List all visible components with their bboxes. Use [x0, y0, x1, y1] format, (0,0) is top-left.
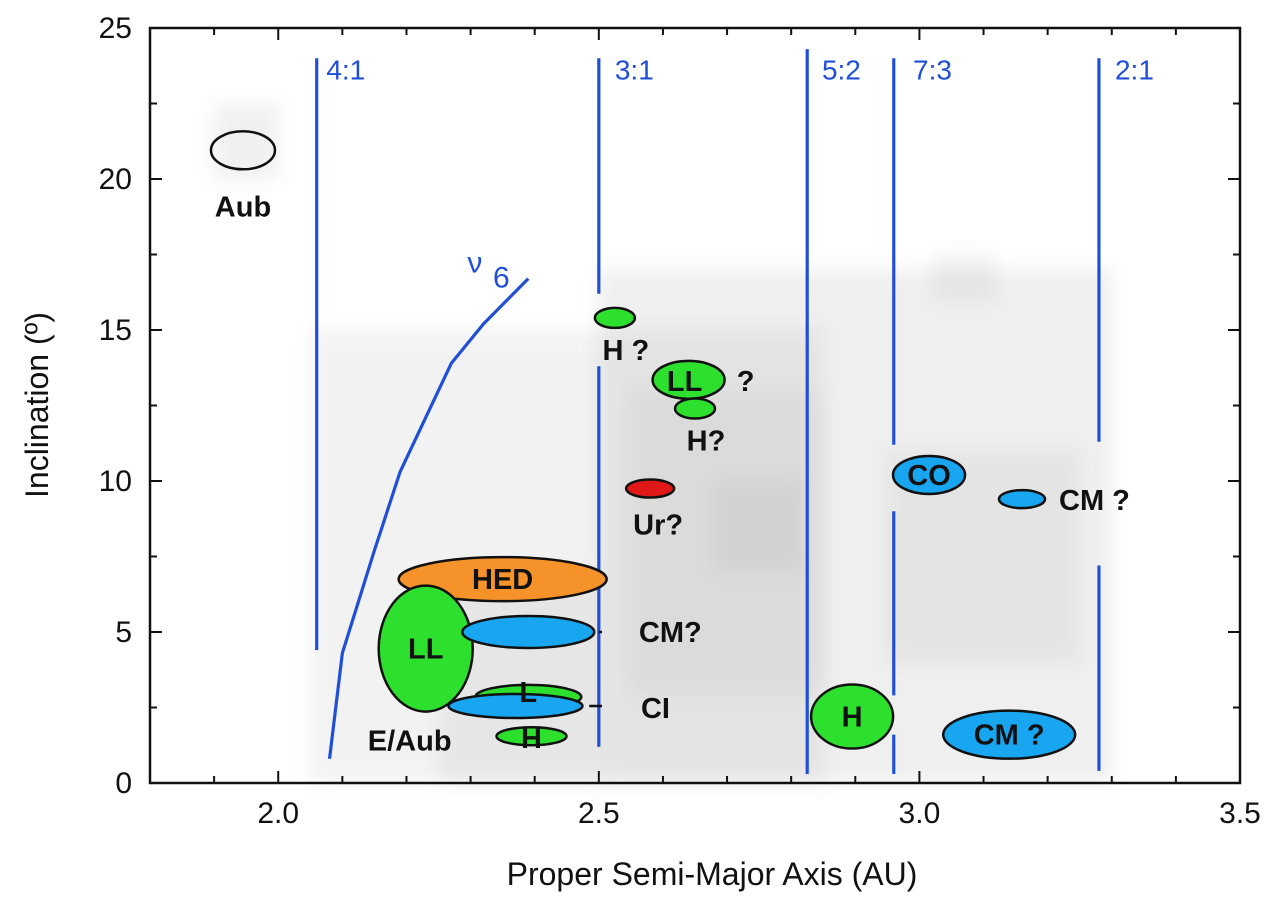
region-label: CM ? — [1059, 485, 1130, 517]
region-ellipse — [495, 725, 568, 747]
resonance-label: 7:3 — [913, 54, 952, 85]
region-label: CI — [641, 693, 670, 725]
region-label: H ? — [602, 335, 649, 367]
density-background — [214, 103, 1112, 784]
y-tick-label: 10 — [99, 465, 132, 498]
density-patch — [932, 254, 997, 300]
region-label-suffix: ? — [737, 366, 755, 398]
nu6-curve — [327, 277, 530, 760]
x-tick-label: 2.5 — [578, 797, 620, 830]
density-patch — [714, 481, 804, 572]
region-ellipse — [593, 306, 637, 330]
resonance-label: 2:1 — [1115, 54, 1154, 85]
resonance-label: 3:1 — [615, 54, 654, 85]
region-ellipse — [209, 130, 277, 171]
region-ellipse — [397, 555, 608, 603]
region-ellipse — [891, 454, 967, 496]
x-tick-label: 2.0 — [257, 797, 299, 830]
y-tick-label: 15 — [99, 314, 132, 347]
nu6-subscript: 6 — [493, 262, 510, 295]
region-ellipse — [941, 709, 1077, 760]
region-label: HED — [472, 564, 533, 596]
y-tick-label: 0 — [115, 767, 132, 800]
y-tick-label: 20 — [99, 163, 132, 196]
region-label: L — [519, 677, 537, 709]
region-label: H — [842, 702, 863, 734]
region-ellipse — [673, 397, 717, 420]
nu6-label: ν — [467, 247, 482, 280]
resonance-label: 5:2 — [822, 54, 861, 85]
y-axis-title: Inclination (º) — [19, 312, 55, 498]
region-ellipse — [447, 692, 584, 720]
region-label: CM? — [639, 617, 702, 649]
mean-motion-resonances: 4:1 3:1 5:2 7:3 2:1 — [315, 49, 1154, 774]
x-tick-label: 3.5 — [1219, 797, 1261, 830]
region-ellipse — [809, 683, 895, 750]
region-label: E/Aub — [368, 726, 452, 758]
x-axis-title: Proper Semi-Major Axis (AU) — [507, 856, 918, 892]
region-ellipse — [461, 614, 596, 650]
region-ellipse — [624, 478, 676, 499]
region-label: LL — [667, 366, 702, 398]
y-tick-label: 5 — [115, 616, 132, 649]
region-label: Aub — [215, 191, 271, 223]
region-ellipse — [997, 488, 1047, 510]
resonance-label: 4:1 — [326, 54, 365, 85]
x-tick-label: 3.0 — [899, 797, 941, 830]
region-label: CO — [907, 460, 951, 492]
meteorite-source-regions — [209, 130, 1077, 760]
region-ellipse — [377, 584, 474, 713]
region-label: Ur? — [633, 510, 683, 542]
region-label: CM ? — [974, 720, 1045, 752]
axis-ticks: 2.0 2.5 3.0 3.5 0 5 10 15 20 25 — [99, 12, 1261, 830]
region-label: H? — [687, 426, 726, 458]
region-label: H — [521, 723, 542, 755]
region-label: LL — [408, 634, 443, 666]
density-patch — [214, 103, 279, 179]
y-tick-label: 25 — [99, 12, 132, 45]
